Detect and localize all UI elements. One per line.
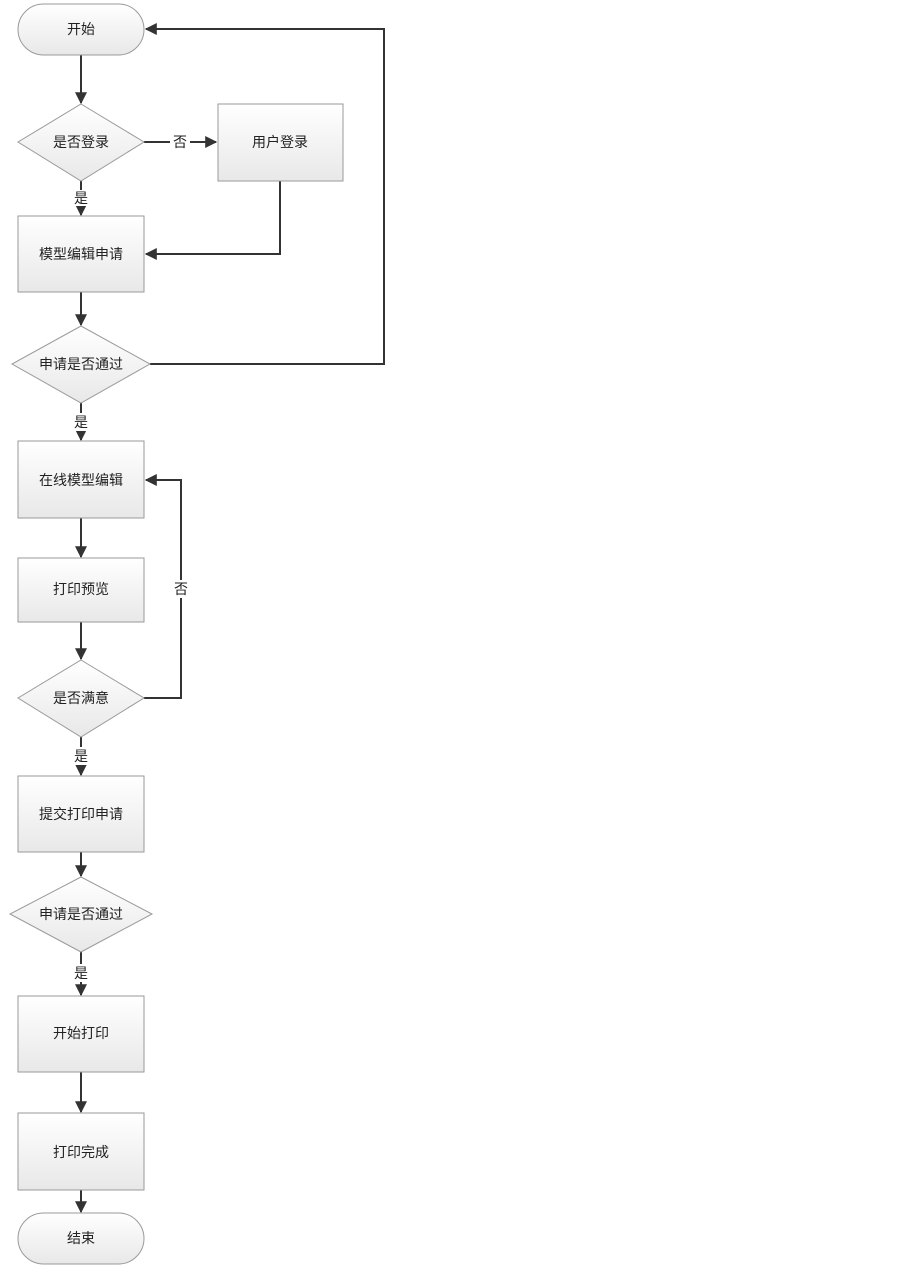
edge-label-yes-login: 是 [74,191,88,207]
node-apply-approved-2: 申请是否通过 [8,876,154,953]
edge-user-login-to-model-edit-apply [144,181,281,260]
edge-label-yes-approval-2: 是 [74,966,88,982]
node-apply-approved-2-label: 申请是否通过 [39,907,123,923]
node-end: 结束 [17,1212,145,1265]
node-start-label: 开始 [67,22,95,38]
node-print-done: 打印完成 [17,1112,145,1191]
node-is-logged-in: 是否登录 [17,103,145,182]
node-is-satisfied: 是否满意 [17,659,145,738]
edge-label-yes-approval-1: 是 [74,415,88,431]
node-apply-approved-1-label: 申请是否通过 [39,357,123,373]
node-user-login: 用户登录 [217,103,344,182]
edge-label-satisfied: 是 [74,749,88,765]
node-model-edit-apply-label: 模型编辑申请 [39,247,123,263]
node-end-label: 结束 [67,1231,95,1247]
node-is-satisfied-label: 是否满意 [53,690,109,707]
node-print-preview-label: 打印预览 [53,581,109,598]
node-online-model-edit-label: 在线模型编辑 [39,473,123,489]
node-submit-print-apply-label: 提交打印申请 [39,806,123,823]
node-print-done-label: 打印完成 [53,1144,109,1161]
node-start-print: 开始打印 [17,995,145,1073]
edge-approval-1-to-start [144,23,385,365]
node-print-preview: 打印预览 [17,557,145,623]
node-start: 开始 [17,3,145,56]
edge-label-no-login: 否 [173,135,187,151]
node-submit-print-apply: 提交打印申请 [17,775,145,853]
node-start-print-label: 开始打印 [53,1025,109,1042]
node-is-logged-in-label: 是否登录 [53,135,109,151]
node-user-login-label: 用户登录 [252,134,308,151]
node-model-edit-apply: 模型编辑申请 [17,215,145,293]
node-online-model-edit: 在线模型编辑 [17,440,145,519]
node-apply-approved-1: 申请是否通过 [10,325,152,404]
edge-label-not-satisfied: 否 [174,582,188,598]
